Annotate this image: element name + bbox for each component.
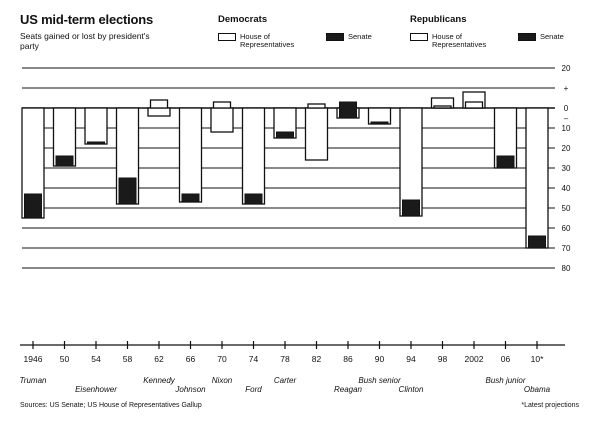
legend-item-rep-senate: Senate <box>518 33 564 41</box>
y-tick-label: 70 <box>562 244 571 253</box>
president-label: Bush junior <box>485 376 525 385</box>
footnote: *Latest projections <box>521 402 579 409</box>
senate-bar <box>339 101 357 119</box>
senate-bar <box>276 131 294 139</box>
president-label: Eisenhower <box>75 385 117 394</box>
senate-bar <box>528 235 546 249</box>
legend-label-senate: Senate <box>540 32 564 41</box>
senate-bar <box>212 101 232 109</box>
x-tick-label: 90 <box>375 354 385 364</box>
house-bar <box>304 107 329 161</box>
senate-bar <box>433 105 452 109</box>
senate-bar <box>87 141 105 145</box>
y-tick-label: 30 <box>562 164 571 173</box>
chart-title: US mid-term elections <box>20 12 154 27</box>
legend-label-house: House of Representatives <box>240 32 295 49</box>
y-tick-label: + <box>564 84 569 93</box>
x-tick-label: 1946 <box>24 354 43 364</box>
y-tick-label: 80 <box>562 264 571 273</box>
senate-bar <box>24 193 42 219</box>
y-tick-label: 60 <box>562 224 571 233</box>
president-label: Ford <box>245 385 262 394</box>
legend-swatch-senate <box>518 33 536 41</box>
house-bar <box>147 107 171 117</box>
president-label: Carter <box>274 376 297 385</box>
house-bar <box>241 107 266 205</box>
senate-bar <box>370 121 389 125</box>
president-label: Nixon <box>212 376 233 385</box>
x-tick-label: 74 <box>249 354 259 364</box>
legend-swatch-senate <box>326 33 344 41</box>
senate-bar <box>464 101 484 109</box>
legend-item-dem-house: House of Representatives <box>218 33 320 49</box>
x-tick-label: 58 <box>123 354 133 364</box>
house-bar <box>525 107 549 249</box>
legend-item-dem-senate: Senate <box>326 33 372 41</box>
y-tick-label: 10 <box>562 124 571 133</box>
x-tick-label: 70 <box>217 354 227 364</box>
senate-bar <box>118 177 137 205</box>
x-tick-label: 10* <box>531 354 544 364</box>
senate-bar <box>181 193 200 203</box>
president-label: Truman <box>20 376 48 385</box>
y-tick-label: – <box>564 114 569 123</box>
x-tick-label: 50 <box>60 354 70 364</box>
x-tick-label: 82 <box>312 354 322 364</box>
x-tick-label: 62 <box>154 354 164 364</box>
legend-swatch-house <box>218 33 236 41</box>
house-bar <box>84 107 108 145</box>
legend-label-senate: Senate <box>348 32 372 41</box>
x-tick-label: 66 <box>186 354 196 364</box>
y-tick-label: 20 <box>562 64 571 73</box>
president-label: Bush senior <box>358 376 401 385</box>
x-tick-label: 54 <box>91 354 101 364</box>
chart-subtitle: Seats gained or lost by president's part… <box>20 31 150 51</box>
source-note: Sources: US Senate; US House of Represen… <box>20 402 202 409</box>
president-label: Obama <box>524 385 551 394</box>
president-label: Kennedy <box>143 376 176 385</box>
senate-bar <box>496 155 515 169</box>
y-tick-label: 50 <box>562 204 571 213</box>
x-tick-label: 98 <box>438 354 448 364</box>
senate-bar <box>402 199 420 217</box>
y-tick-label: 20 <box>562 144 571 153</box>
president-label: Johnson <box>174 385 206 394</box>
senate-bar <box>149 99 169 109</box>
x-tick-label: 86 <box>343 354 353 364</box>
senate-bar <box>55 155 74 167</box>
president-label: Reagan <box>334 385 363 394</box>
house-bar <box>210 107 234 133</box>
y-tick-label: 0 <box>564 104 569 113</box>
y-tick-label: 40 <box>562 184 571 193</box>
house-bar <box>178 107 203 203</box>
x-tick-label: 2002 <box>465 354 484 364</box>
legend-label-house: House of Representatives <box>432 32 487 49</box>
x-tick-label: 94 <box>406 354 416 364</box>
senate-bar <box>307 103 326 109</box>
x-tick-label: 06 <box>501 354 511 364</box>
legend-democrats-heading: Democrats <box>218 14 268 25</box>
x-tick-label: 78 <box>280 354 290 364</box>
president-label: Clinton <box>399 385 424 394</box>
legend-swatch-house <box>410 33 428 41</box>
senate-bar <box>244 193 263 205</box>
legend-republicans-heading: Republicans <box>410 14 467 25</box>
legend-item-rep-house: House of Representatives <box>410 33 512 49</box>
